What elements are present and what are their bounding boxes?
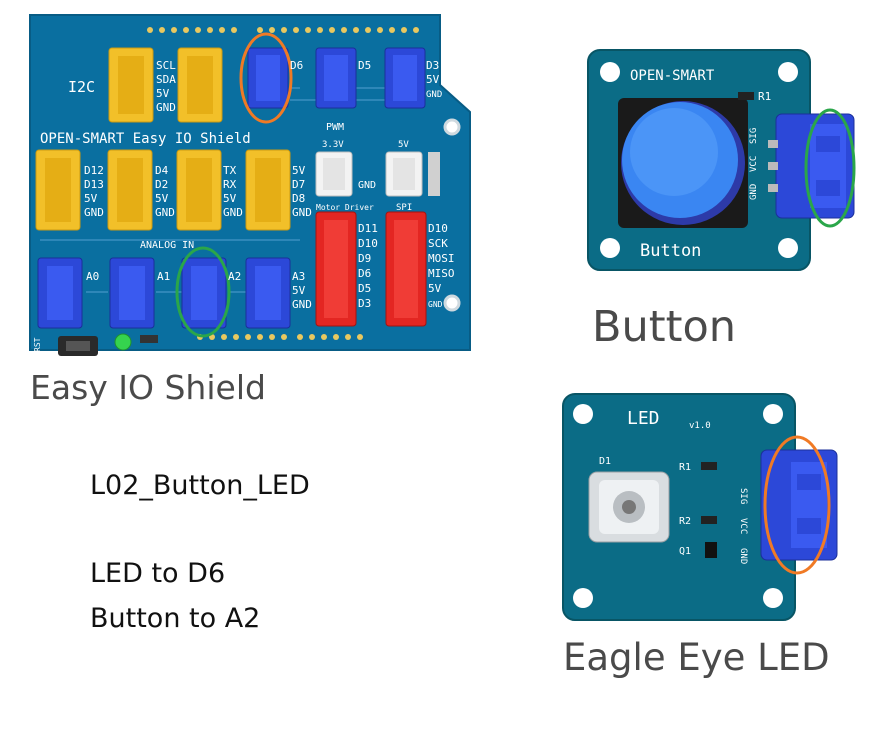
notes-line-button: Button to A2 xyxy=(90,603,261,634)
spi-pin-3: MISO xyxy=(428,267,455,280)
button-pin-vcc: VCC xyxy=(749,156,759,172)
row2c-3: GND xyxy=(223,206,243,219)
eagle-eye-led-module: LED v1.0 D1 R1 R2 Q1 SIG VCC GND xyxy=(562,393,838,621)
spi-pin-1: SCK xyxy=(428,237,448,250)
row2b-2: 5V xyxy=(155,192,169,205)
analog-in-label: ANALOG IN xyxy=(140,240,194,251)
button-brand: OPEN-SMART xyxy=(630,68,715,84)
i2c-pin-1: SDA xyxy=(156,73,176,86)
notes-line-led: LED to D6 xyxy=(90,558,226,589)
v33-label: 3.3V xyxy=(322,140,344,150)
led-caption: Eagle Eye LED xyxy=(563,636,830,679)
motor-pin-1: D10 xyxy=(358,237,378,250)
pin-a1: A1 xyxy=(157,270,170,283)
led-pin-sig: SIG xyxy=(738,488,748,504)
i2c-pin-0: SCL xyxy=(156,59,176,72)
row2a-2: 5V xyxy=(84,192,98,205)
pin-gnd: GND xyxy=(426,90,442,100)
row2a-0: D12 xyxy=(84,164,104,177)
i2c-pin-3: GND xyxy=(156,101,176,114)
pin-a0: A0 xyxy=(86,270,99,283)
motor-pin-5: D3 xyxy=(358,297,371,310)
led-r2: R2 xyxy=(679,516,691,527)
pwr-label: PWR xyxy=(134,351,145,358)
motor-pin-3: D6 xyxy=(358,267,371,280)
shield-caption: Easy IO Shield xyxy=(30,368,266,407)
row2a-3: GND xyxy=(84,206,104,219)
notes-title: L02_Button_LED xyxy=(90,470,310,501)
row2d-2: D8 xyxy=(292,192,305,205)
row2d-3: GND xyxy=(292,206,312,219)
shield-title: OPEN-SMART Easy IO Shield xyxy=(40,131,251,147)
pin-d3: D3 xyxy=(426,59,439,72)
spi-label: SPI xyxy=(396,203,412,213)
motor-pin-2: D9 xyxy=(358,252,371,265)
button-r1: R1 xyxy=(758,90,771,103)
rst-label: RST xyxy=(33,337,42,352)
pwm-label: PWM xyxy=(326,122,344,133)
row2d-1: D7 xyxy=(292,178,305,191)
i2c-pin-2: 5V xyxy=(156,87,170,100)
button-module: OPEN-SMART R1 Button GND VCC SIG xyxy=(587,49,856,271)
led-pin-vcc: VCC xyxy=(738,518,748,534)
led-q1: Q1 xyxy=(679,546,691,557)
motor-driver-label: Motor Driver xyxy=(316,203,374,212)
row2c-2: 5V xyxy=(223,192,237,205)
d6-highlight-orange xyxy=(239,32,293,124)
led-r1: R1 xyxy=(679,462,691,473)
motor-pin-0: D11 xyxy=(358,222,378,235)
spi-pin-2: MOSI xyxy=(428,252,455,265)
pin-5v: 5V xyxy=(426,73,440,86)
button-label: Button xyxy=(640,241,701,261)
motor-pin-4: D5 xyxy=(358,282,371,295)
pin-a3: A3 xyxy=(292,270,305,283)
led-connector-highlight-orange xyxy=(763,435,831,575)
a2-highlight-green xyxy=(175,246,231,338)
button-pin-gnd: GND xyxy=(749,184,759,200)
pin-a3-gnd: GND xyxy=(292,298,312,311)
v5-label: 5V xyxy=(398,140,409,150)
spi-pin-4: 5V xyxy=(428,282,442,295)
row2c-0: TX xyxy=(223,164,237,177)
button-pin-sig: SIG xyxy=(749,128,759,144)
easy-io-shield-board: I2C SCL SDA 5V GND D6 D5 D3 5V GND PWM O… xyxy=(29,14,471,358)
led-d1: D1 xyxy=(599,456,611,467)
row2a-1: D13 xyxy=(84,178,104,191)
row2d-0: 5V xyxy=(292,164,306,177)
pin-d6: D6 xyxy=(290,59,303,72)
i2c-label: I2C xyxy=(68,78,95,96)
row2b-3: GND xyxy=(155,206,175,219)
row2c-1: RX xyxy=(223,178,237,191)
row2b-0: D4 xyxy=(155,164,169,177)
pin-a3-5v: 5V xyxy=(292,284,306,297)
row2b-1: D2 xyxy=(155,178,168,191)
spi-pin-5: GND xyxy=(428,300,443,309)
led-version: v1.0 xyxy=(689,421,711,431)
led-label: LED xyxy=(627,408,660,429)
spi-pin-0: D10 xyxy=(428,222,448,235)
led-pin-gnd: GND xyxy=(738,548,748,564)
button-connector-highlight-green xyxy=(804,108,856,228)
gnd-label: GND xyxy=(358,180,376,191)
pin-d5: D5 xyxy=(358,59,371,72)
pin-a2: A2 xyxy=(228,270,241,283)
button-caption: Button xyxy=(592,302,737,352)
